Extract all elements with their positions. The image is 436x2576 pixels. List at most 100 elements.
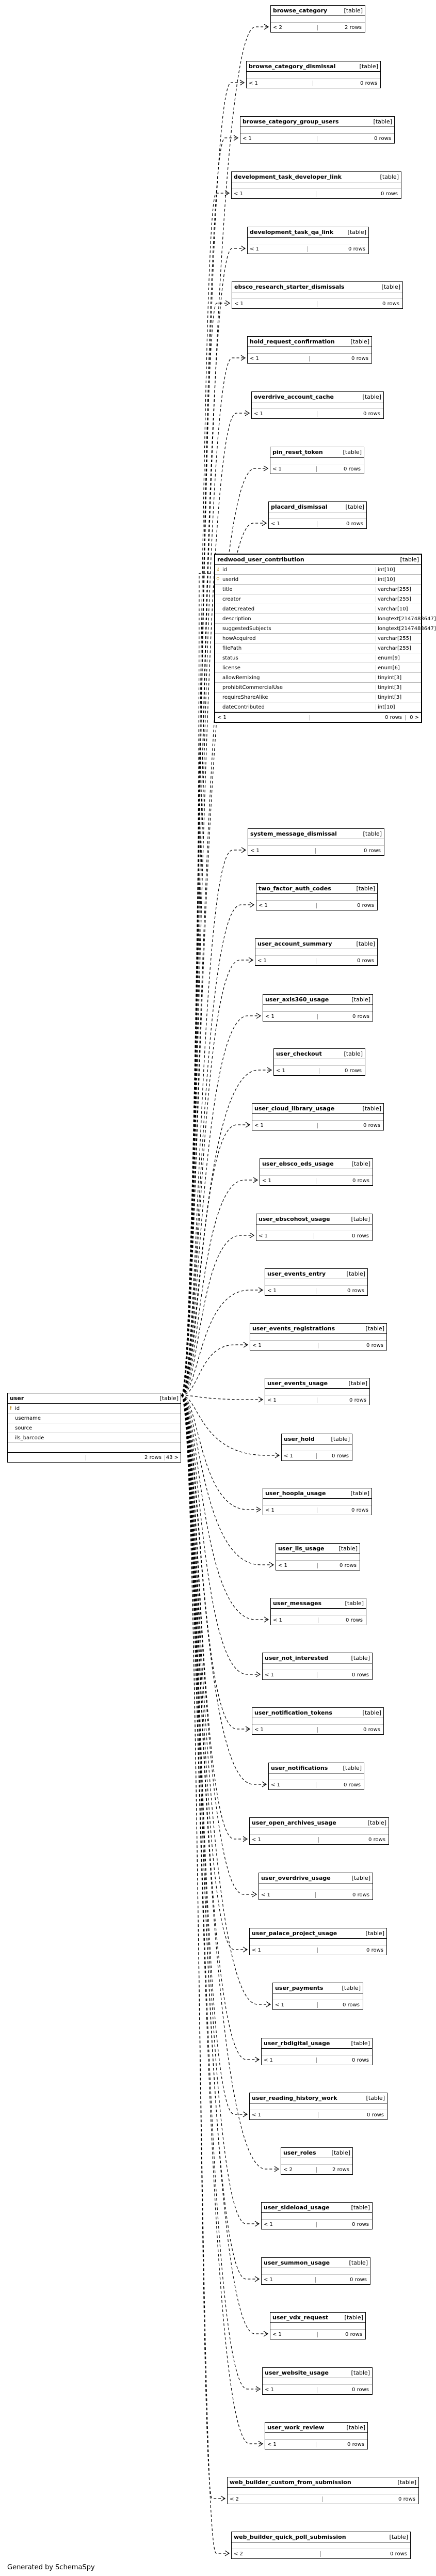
table-name: user_hoopla_usage — [265, 1490, 326, 1497]
collapsed-columns — [259, 1883, 373, 1890]
column-label: status — [222, 655, 238, 661]
table-kind: [table] — [338, 1545, 358, 1552]
table-header: browse_category_dismissal[table] — [247, 61, 380, 72]
crowfoot-icon — [258, 1396, 264, 1403]
table-development-task-developer-link[interactable]: development_task_developer_link[table]< … — [231, 171, 401, 199]
table-header: pin_reset_token[table] — [270, 447, 364, 458]
crowfoot-icon — [267, 1067, 272, 1073]
row-count: 0 rows — [316, 1397, 370, 1403]
children-count: 43 > — [165, 1454, 181, 1460]
table-web-builder-custom-from-submission[interactable]: web_builder_custom_from_submission[table… — [227, 2477, 419, 2504]
table-header: user_events_entry[table] — [265, 1269, 367, 1279]
table-header: user_open_archives_usage[table] — [250, 1818, 389, 1828]
crowfoot-icon — [254, 2221, 260, 2227]
relationship-edge — [181, 1395, 225, 2499]
crowfoot-icon — [248, 957, 254, 963]
row-count: 2 rows — [317, 24, 365, 30]
table-web-builder-quick-poll-submission[interactable]: web_builder_quick_poll_submission[table]… — [231, 2532, 411, 2559]
crowfoot-icon — [243, 1946, 248, 1953]
table-name: user_account_summary — [257, 940, 332, 947]
parents-count: < 1 — [271, 1782, 280, 1788]
column-name: dateContributed — [218, 704, 265, 710]
table-kind: [table] — [345, 504, 364, 510]
row-count: 0 rows — [317, 1013, 373, 1019]
relationship-edge — [181, 1395, 247, 1950]
table-kind: [table] — [380, 174, 399, 180]
table-name: hold_request_confirmation — [250, 338, 335, 345]
collapsed-columns — [247, 72, 380, 78]
column-name: ils_barcode — [15, 1435, 44, 1441]
row-count: 0 rows — [320, 2551, 411, 2557]
row-count: 0 rows — [316, 135, 395, 142]
relationship-edge — [181, 1395, 256, 1895]
collapsed-columns — [270, 2323, 365, 2330]
table-name: user_cloud_library_usage — [254, 1105, 335, 1112]
table-header: user_axis360_usage[table] — [263, 995, 373, 1005]
relationship-edge — [181, 1235, 254, 1396]
table-ebsco-research-starter-dismissals[interactable]: ebsco_research_starter_dismissals[table]… — [232, 281, 403, 309]
collapsed-columns — [232, 2542, 410, 2549]
column-type: longtext[2147483647] — [376, 625, 436, 632]
table-name: user_ebscohost_usage — [259, 1216, 330, 1222]
table-user[interactable]: user [table] ⚷id username source ils_bar… — [7, 1393, 181, 1463]
table-name: user_payments — [275, 1985, 324, 1991]
parents-count: < 1 — [272, 466, 282, 472]
row-count: 0 rows — [317, 521, 366, 527]
collapsed-columns — [250, 1828, 389, 1835]
collapsed-columns — [263, 2378, 372, 2385]
crowfoot-icon — [240, 355, 246, 361]
parents-count: < 2 — [283, 2166, 293, 2173]
table-kind: [table] — [381, 284, 400, 290]
table-name: user_open_archives_usage — [252, 1819, 336, 1826]
table-kind: [table] — [365, 1325, 384, 1332]
column-type: varchar[255] — [376, 645, 419, 651]
column-label: suggestedSubjects — [222, 625, 271, 632]
row-count: 0 rows — [316, 902, 378, 908]
table-header: user_summon_usage[table] — [262, 2258, 370, 2268]
table-kind: [table] — [351, 2204, 370, 2211]
table-name: user_hold — [284, 1436, 315, 1442]
